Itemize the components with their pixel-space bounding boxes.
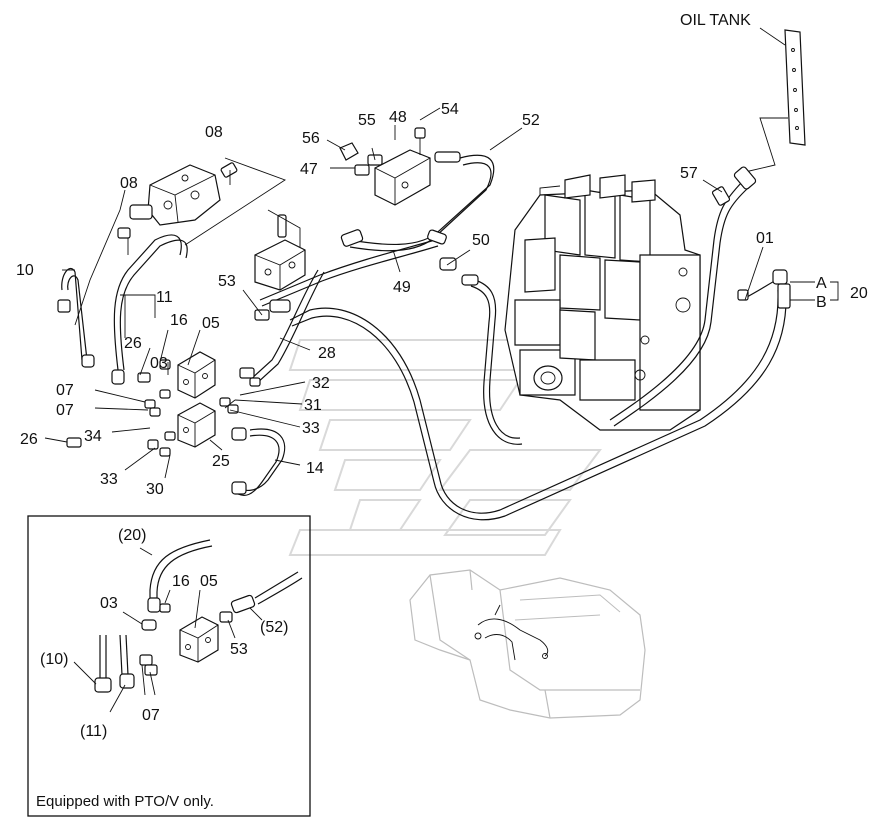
- callout-53: 53: [218, 273, 236, 290]
- inset-callout-10: (10): [40, 651, 68, 668]
- callout-07a: 07: [56, 382, 74, 399]
- callout-16: 16: [170, 312, 188, 329]
- callout-54: 54: [441, 101, 459, 118]
- oil-tank-plate: [744, 27, 806, 173]
- callout-08a: 08: [205, 124, 223, 141]
- callout-01: 01: [756, 230, 774, 247]
- fittings: [57, 127, 791, 495]
- callout-11: 11: [156, 289, 173, 306]
- callout-14: 14: [306, 460, 324, 477]
- callout-48: 48: [389, 109, 407, 126]
- main-callouts: OIL TANK 01 03 05 07 07 08 08 10 11 14 1…: [16, 12, 868, 498]
- inset-callout-07: 07: [142, 707, 160, 724]
- callout-03: 03: [150, 355, 168, 372]
- callout-34: 34: [84, 428, 102, 445]
- inset-callout-11: (11): [80, 723, 107, 740]
- callout-52: 52: [522, 112, 540, 129]
- callout-oil-tank: OIL TANK: [680, 12, 751, 29]
- inset-callout-20: (20): [118, 527, 146, 544]
- callout-57: 57: [680, 165, 698, 182]
- inset-callout-05: 05: [200, 573, 218, 590]
- callout-33a: 33: [302, 420, 320, 437]
- leader-lines: [44, 107, 839, 479]
- hoses: [61, 154, 787, 521]
- callout-08b: 08: [120, 175, 138, 192]
- callout-32: 32: [312, 375, 330, 392]
- watermark-logo: [288, 339, 602, 556]
- callout-30: 30: [146, 481, 164, 498]
- callout-a: A: [816, 275, 827, 292]
- callout-26a: 26: [124, 335, 142, 352]
- callout-55: 55: [358, 112, 376, 129]
- excavator-thumbnail: [409, 569, 646, 719]
- inset-callout-03: 03: [100, 595, 118, 612]
- callout-10: 10: [16, 262, 34, 279]
- inset-callout-53: 53: [230, 641, 248, 658]
- control-valve: [504, 174, 701, 431]
- callout-07b: 07: [56, 402, 74, 419]
- callout-28: 28: [318, 345, 336, 362]
- pto-inset: (20) 16 05 03 (52) 53 (10) (11) 07 Equip…: [27, 515, 311, 817]
- callout-25: 25: [212, 453, 230, 470]
- callout-b: B: [816, 294, 827, 311]
- callout-49: 49: [393, 279, 411, 296]
- callout-31: 31: [304, 397, 322, 414]
- inset-callout-16: 16: [172, 573, 190, 590]
- inset-callout-52: (52): [260, 619, 288, 636]
- callout-47: 47: [300, 161, 318, 178]
- callout-05: 05: [202, 315, 220, 332]
- callout-20: 20: [850, 285, 868, 302]
- callout-56: 56: [302, 130, 320, 147]
- callout-26b: 26: [20, 431, 38, 448]
- callout-33b: 33: [100, 471, 118, 488]
- inset-note: Equipped with PTO/V only.: [36, 793, 214, 810]
- callout-50: 50: [472, 232, 490, 249]
